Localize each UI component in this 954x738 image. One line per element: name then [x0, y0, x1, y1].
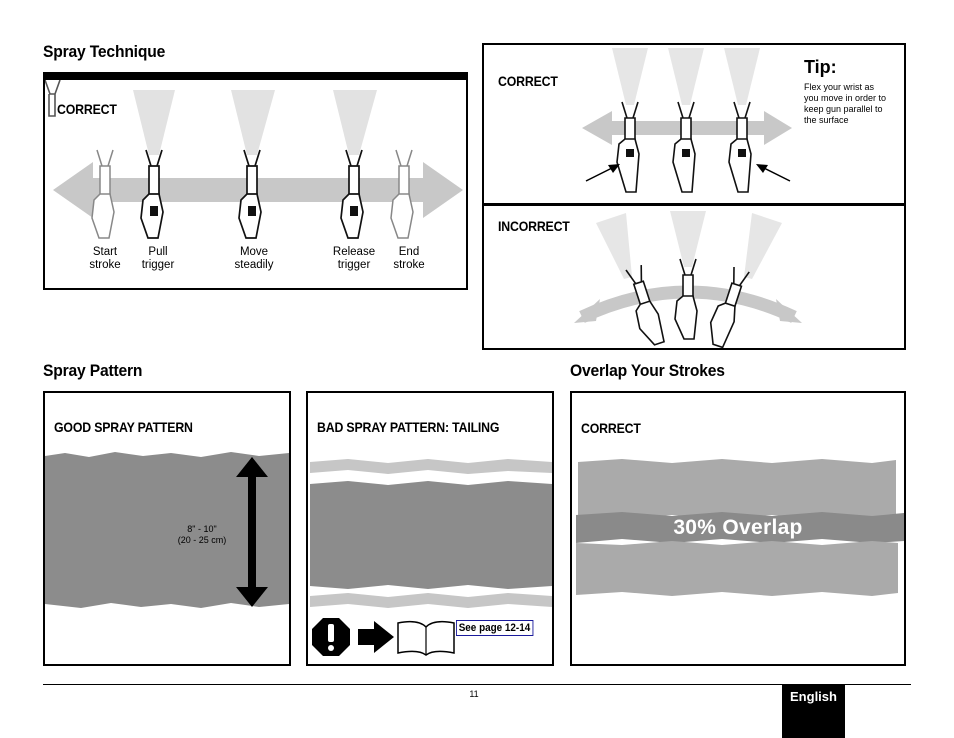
spray-pattern-title: Spray Pattern [43, 361, 143, 380]
panel-divider [484, 203, 904, 206]
overlap-band [576, 512, 904, 543]
pointer-arrow-left [585, 166, 615, 182]
page-number: 11 [469, 689, 479, 699]
arc-arrowhead-left [574, 299, 600, 323]
spray-gun-pull [140, 149, 164, 239]
dimension-arrowhead-bottom [236, 587, 268, 607]
overlap-title: Overlap Your Strokes [570, 361, 725, 380]
spray-gun-icon [728, 101, 752, 193]
spray-gun-icon [45, 80, 61, 117]
good-spray-pattern-panel: GOOD SPRAY PATTERN 8" - 10" (20 - 25 cm) [43, 391, 291, 666]
step-end: End stroke [393, 246, 425, 271]
first-stroke-band [578, 459, 896, 519]
spray-technique-panel: CORRECT [43, 72, 468, 290]
spray-cone [333, 90, 377, 155]
step-release: Release trigger [332, 246, 376, 271]
spray-cone [668, 48, 704, 105]
spray-gun-icon [674, 258, 698, 340]
spray-cone [670, 211, 706, 267]
pointer-arrowhead [608, 164, 620, 173]
spray-gun-icon [672, 101, 696, 193]
good-pattern-label: GOOD SPRAY PATTERN [54, 419, 193, 435]
spray-gun-icon [616, 101, 640, 193]
stroke-direction-arrow [53, 162, 463, 218]
paint-band [310, 481, 552, 589]
see-page-link[interactable]: See page 12-14 [456, 620, 533, 636]
spray-cone [133, 90, 175, 155]
step-start: Start stroke [89, 246, 121, 271]
warning-icon-dot [328, 645, 334, 651]
spray-technique-illustration [45, 80, 463, 218]
spray-gun-move [238, 149, 262, 239]
spray-cone [724, 48, 760, 105]
technique-correct-label: CORRECT [57, 101, 117, 117]
spray-gun-icon [709, 266, 750, 348]
tailing-edge-bottom [310, 593, 552, 608]
tip-text: Flex your wrist as you move in order to … [804, 82, 887, 125]
language-tab: English [782, 684, 845, 738]
spray-guns-group [91, 149, 414, 239]
arc-arrowhead-right [776, 299, 802, 323]
overlap-illustration [576, 459, 904, 596]
pointer-arrow-right [761, 166, 791, 182]
spray-cone [744, 213, 782, 279]
wrist-technique-panel: CORRECT INCORRECT Tip: Flex your wrist a… [482, 43, 906, 350]
wrist-correct-label: CORRECT [498, 73, 558, 89]
spray-cone [231, 90, 275, 155]
wrist-illustration [574, 48, 802, 348]
spray-gun-start [91, 149, 115, 239]
tailing-edge-top [310, 459, 552, 474]
spray-cone [596, 213, 632, 279]
second-stroke-band [576, 541, 898, 596]
overlap-percentage: 30% Overlap [673, 516, 803, 539]
wrist-incorrect-label: INCORRECT [498, 218, 570, 234]
bad-pattern-label: BAD SPRAY PATTERN: TAILING [317, 419, 500, 435]
paint-band [45, 452, 289, 608]
tip-title: Tip: [804, 57, 837, 77]
spray-gun-release [340, 149, 364, 239]
footer-rule [43, 684, 911, 685]
step-move: Move steadily [234, 246, 274, 271]
spray-cone [612, 48, 648, 105]
spray-technique-title: Spray Technique [43, 42, 166, 61]
spray-gun-icon [625, 265, 665, 346]
spray-gun-end [390, 149, 414, 239]
warning-icon-mark [328, 624, 334, 642]
pointer-arrowhead [756, 164, 768, 173]
dimension-arrowhead-top [236, 457, 268, 477]
bad-pattern-illustration [310, 459, 552, 656]
overlap-panel: CORRECT 30% Overlap [570, 391, 906, 666]
arrow-right-icon [358, 621, 394, 653]
overlap-correct-label: CORRECT [581, 420, 641, 436]
step-pull: Pull trigger [141, 246, 175, 271]
good-pattern-illustration [45, 452, 289, 608]
bad-spray-pattern-panel: BAD SPRAY PATTERN: TAILING See page 12-1… [306, 391, 554, 666]
pattern-dimension: 8" - 10" (20 - 25 cm) [177, 524, 227, 545]
